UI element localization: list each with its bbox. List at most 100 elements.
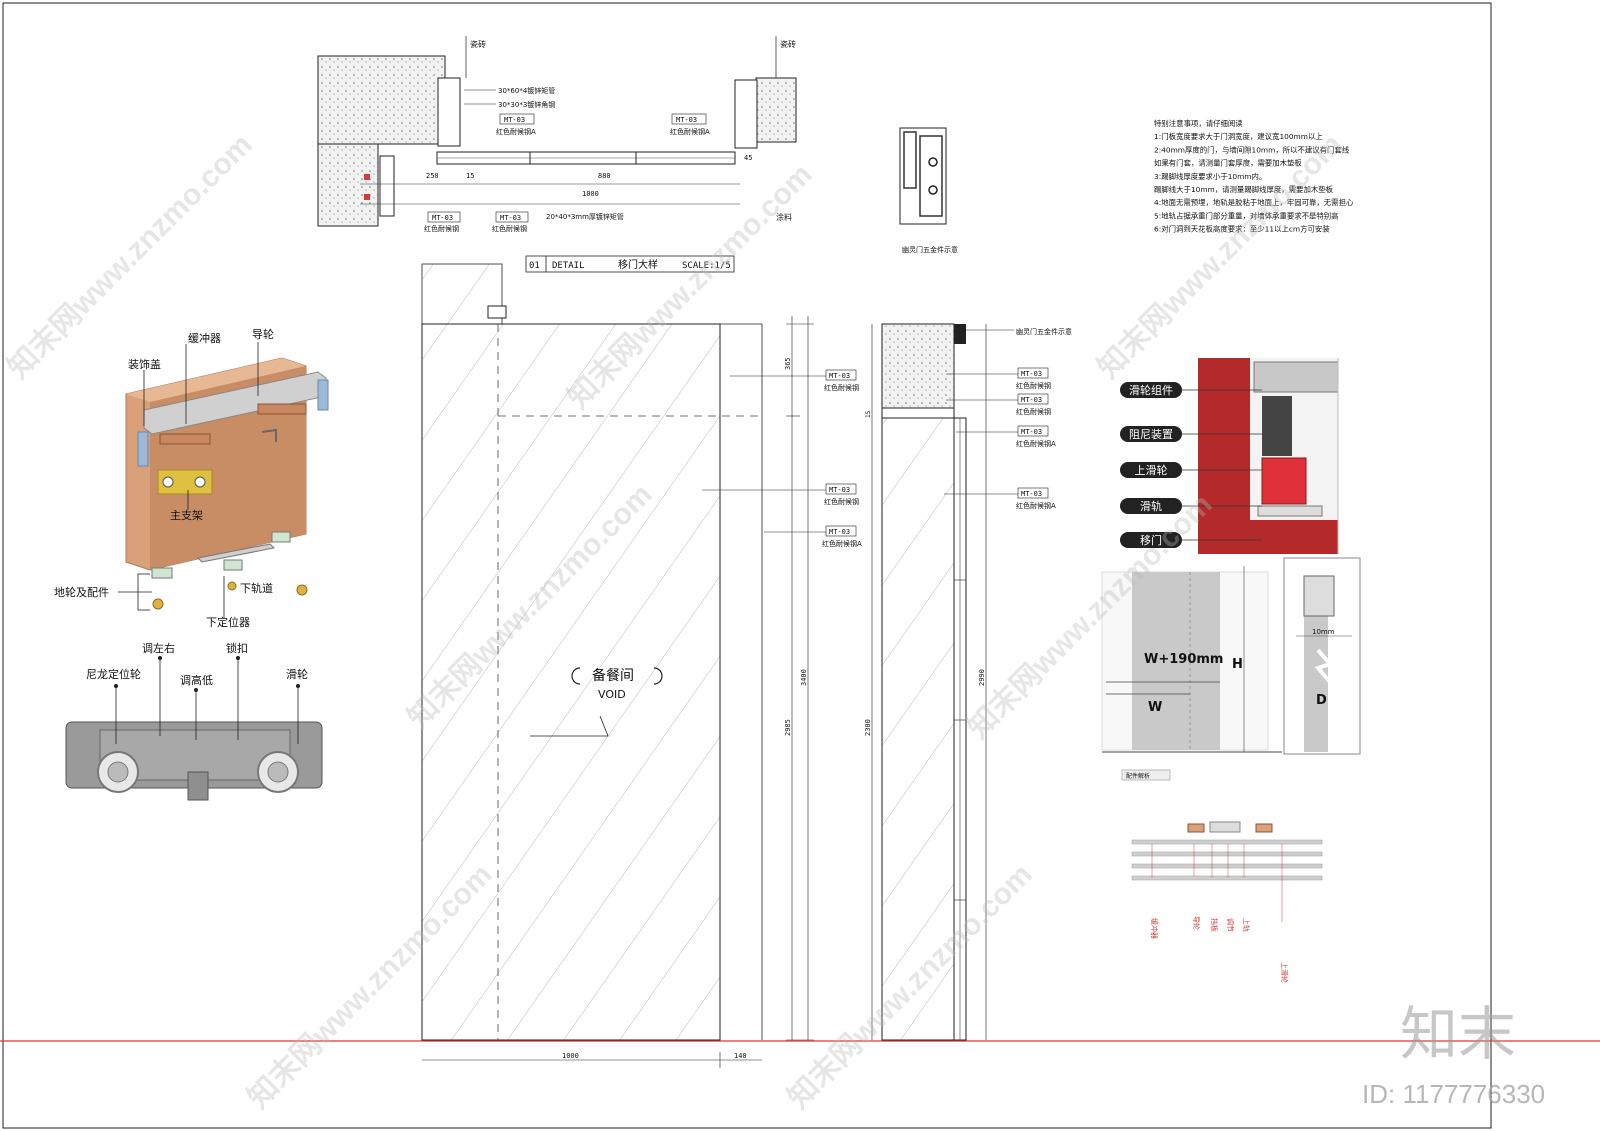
size-d: D — [1316, 693, 1327, 708]
side-section: 2300 2990 15 幽灵门五金件示意 MT-03 红色耐候钢 MT-03 … — [864, 323, 1072, 1041]
note-line: 特别注意事项，请仔细阅读 — [1154, 119, 1243, 128]
parts-title: 配件解析 — [1126, 772, 1150, 780]
size-h: H — [1232, 657, 1243, 672]
render-label-text: 滑轮组件 — [1129, 383, 1173, 397]
side-desc-4: 红色耐候钢A — [1016, 501, 1056, 510]
roller-label-nylon: 尼龙定位轮 — [86, 667, 141, 681]
elev-tag-3: MT-03 — [829, 528, 850, 536]
kit-label-bracket: 主支架 — [170, 509, 203, 522]
note-line: 踢脚线大于10mm，请测量踢脚线厚度，需要加木垫板 — [1154, 185, 1334, 194]
side-tag-4: MT-03 — [1021, 490, 1042, 498]
kit-label-guide: 导轮 — [252, 327, 274, 341]
plan-tag-2: MT-03 — [676, 116, 697, 124]
render-label: 上滑轮 — [1120, 462, 1262, 478]
sheet-border — [2, 2, 1492, 1129]
plan-note-b: 30*30*3镀锌角钢 — [498, 100, 555, 109]
kit-label-cover: 装饰盖 — [128, 357, 161, 371]
side-dim-main: 2990 — [978, 669, 986, 686]
parts-label: 缓冲器 — [1150, 918, 1159, 939]
side-tag-2: MT-03 — [1021, 396, 1042, 404]
watermark-id: ID: 1177776330 — [1362, 1079, 1545, 1109]
note-line: 1:门板宽度要求大于门洞宽度，建议宽100mm以上 — [1154, 132, 1323, 141]
detail-word: DETAIL — [552, 261, 585, 271]
kit-diagram: 缓冲器 导轮 装饰盖 主支架 地轮及配件 下轨道 下定位器 — [54, 327, 329, 629]
plan-wall-right: 瓷砖 — [780, 39, 796, 49]
size-wlabel: W+190mm — [1144, 652, 1223, 667]
kit-label-bottom-track: 下轨道 — [240, 581, 273, 595]
detail-scale: SCALE:1/5 — [682, 261, 731, 271]
plan-tag-1: MT-03 — [504, 116, 525, 124]
watermark-site-1: 知末网www.znzmo.com — [2, 128, 259, 385]
elevation-dim-side: 140 — [734, 1052, 747, 1060]
plan-desc-2: 红色耐候钢A — [670, 127, 710, 136]
render-label-text: 移门 — [1140, 533, 1162, 547]
hardware-caption: 幽灵门五金件示意 — [902, 245, 958, 254]
elev-desc-1: 红色耐候钢 — [824, 383, 859, 392]
top-plan: 瓷砖 瓷砖 30*60*4镀锌矩管 30*30*3镀锌角钢 MT-03 红色耐候… — [317, 36, 797, 233]
elevation-room: 备餐间 — [592, 667, 634, 684]
plan-desc-3: 红色耐候钢 — [424, 224, 459, 233]
side-desc-3: 红色耐候钢A — [1016, 439, 1056, 448]
kit-label-bottom-stop: 下定位器 — [206, 615, 250, 629]
render-label: 阻尼装置 — [1120, 426, 1262, 442]
plan-note-a: 30*60*4镀锌矩管 — [498, 86, 555, 95]
roller-label-pulley: 滑轮 — [286, 667, 308, 681]
render-label-text: 上滑轮 — [1135, 463, 1168, 477]
plan-note-c: 20*40*3mm厚镀锌矩管 — [546, 212, 624, 221]
elev-tag-2: MT-03 — [829, 486, 850, 494]
note-line: 5:地轨占据承重门部分重量，对墙体承重要求不是特别高 — [1154, 211, 1339, 220]
plan-note-paint: 涂料 — [776, 212, 792, 222]
render-label: 滑轨 — [1120, 498, 1262, 514]
kit-label-floor: 地轮及配件 — [54, 585, 109, 599]
kit-label-buffer: 缓冲器 — [188, 331, 221, 345]
side-caption: 幽灵门五金件示意 — [1016, 327, 1072, 336]
size-w: W — [1148, 700, 1162, 715]
elevation-dim-h2: 3400 — [800, 669, 808, 686]
roller-label-height: 调高低 — [180, 673, 213, 687]
plan-tag-4: MT-03 — [500, 214, 521, 222]
parts-label: 调节 — [1226, 918, 1235, 932]
detail-number: 01 — [529, 261, 540, 271]
render-label-text: 滑轨 — [1140, 499, 1162, 513]
elevation-void: VOID — [598, 688, 626, 701]
elev-desc-2: 红色耐候钢 — [824, 497, 859, 506]
plan-dim-45: 45 — [744, 154, 752, 162]
note-line: 2:40mm厚度的门，与墙间隙10mm，所以不建议有门套线 — [1154, 145, 1350, 154]
detail-title-block: 01 DETAIL 移门大样 SCALE:1/5 — [525, 255, 735, 273]
plan-dim-880: 880 — [598, 172, 611, 180]
render-label: 移门 — [1120, 532, 1262, 548]
parts-label: 上滑轮 — [1280, 962, 1289, 983]
parts-label: 挡板 — [1210, 918, 1219, 932]
elevation-dim-h3: 2985 — [784, 719, 792, 736]
side-dim-small: 15 — [865, 410, 872, 418]
hardware-section: 幽灵门五金件示意 — [899, 127, 958, 254]
side-desc-2: 红色耐候钢 — [1016, 407, 1051, 416]
plan-dim-15: 15 — [466, 172, 474, 180]
side-tag-1: MT-03 — [1021, 370, 1042, 378]
side-dim-sec: 2300 — [864, 719, 872, 736]
parts-label: 导轮 — [1192, 916, 1201, 930]
note-line: 3:踢脚线厚度要求小于10mm内。 — [1154, 172, 1266, 181]
install-notes: 特别注意事项，请仔细阅读 1:门板宽度要求大于门洞宽度，建议宽100mm以上 2:4… — [1154, 119, 1354, 234]
parts-panel: 配件解析 — [1121, 769, 1323, 881]
roller-label-lock: 锁扣 — [226, 641, 248, 655]
elevation-dim-h1: 365 — [784, 357, 792, 370]
note-line: 4:地面无需预埋，地轨是胶粘于地面上，牢固可靠，无需担心 — [1154, 198, 1354, 207]
plan-dim-250: 250 — [426, 172, 439, 180]
note-line: 如果有门套，请测量门套厚度，需要加木垫板 — [1154, 159, 1302, 168]
render-label: 滑轮组件 — [1120, 382, 1262, 398]
hardware-render — [1198, 358, 1339, 554]
elevation-dim-width: 1000 — [562, 1052, 579, 1060]
roller-diagram: 尼龙定位轮 调左右 调高低 锁扣 滑轮 — [65, 641, 323, 801]
plan-desc-1: 红色耐候钢A — [496, 127, 536, 136]
detail-name: 移门大样 — [618, 258, 658, 271]
parts-label-list: 缓冲器导轮挡板调节上轨上滑轮 — [1150, 844, 1289, 983]
note-line: 6:对门洞到天花板高度要求：至少11以上cm方可安装 — [1154, 225, 1330, 234]
plan-tag-3: MT-03 — [432, 214, 453, 222]
elev-desc-3: 红色耐候钢A — [822, 539, 862, 548]
roller-label-lr: 调左右 — [142, 641, 175, 655]
side-tag-3: MT-03 — [1021, 428, 1042, 436]
plan-desc-4: 红色耐候钢 — [492, 224, 527, 233]
